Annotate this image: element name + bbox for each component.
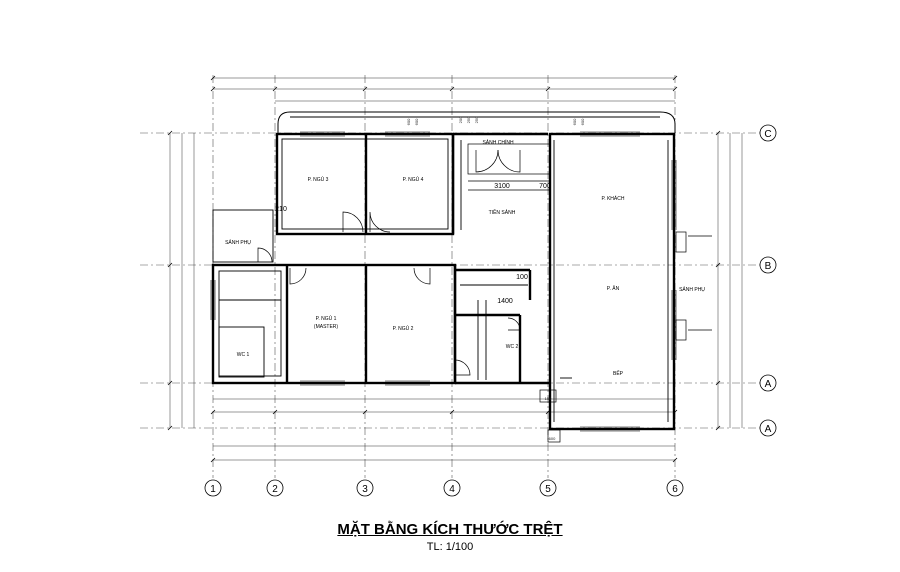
partitions bbox=[212, 138, 669, 422]
room-labels: P. NGỦ 3 P. NGỦ 4 SẢNH CHÍNH TIỀN SẢNH P… bbox=[225, 139, 705, 377]
room-wc1: WC 1 bbox=[237, 352, 250, 358]
windows bbox=[210, 131, 677, 432]
dim-3100: 3100 bbox=[494, 183, 510, 190]
grid-row-a2: A bbox=[765, 424, 772, 435]
grid-row-a1: A bbox=[765, 379, 772, 390]
room-bed1: P. NGỦ 1 bbox=[316, 315, 337, 322]
room-bed4: P. NGỦ 4 bbox=[403, 176, 424, 183]
room-wc2: WC 2 bbox=[506, 344, 519, 350]
doors bbox=[257, 149, 712, 376]
room-bed1-sub: (MASTER) bbox=[314, 324, 339, 330]
dim-210: 210 bbox=[275, 206, 287, 213]
room-bed2: P. NGỦ 2 bbox=[393, 325, 414, 332]
grid-col-5: 5 bbox=[545, 484, 551, 495]
grid-col-2: 2 bbox=[272, 484, 278, 495]
drawing-title: MẶT BẰNG KÍCH THƯỚC TRỆT bbox=[337, 521, 563, 538]
grid-col-1: 1 bbox=[210, 484, 216, 495]
room-foyer: TIỀN SẢNH bbox=[489, 209, 516, 216]
grid-col-6: 6 bbox=[672, 484, 678, 495]
roof-outline bbox=[277, 111, 676, 133]
dim-250-a: 250 bbox=[466, 116, 471, 123]
grid-col-3: 3 bbox=[362, 484, 368, 495]
room-entrance: SẢNH CHÍNH bbox=[482, 139, 514, 146]
dimension-labels: 3100 700 1400 210 100 600 150 250 250 20… bbox=[275, 116, 585, 441]
grid-lines bbox=[140, 75, 762, 478]
room-living: P. KHÁCH bbox=[602, 195, 625, 202]
dim-600-bottom: 600 bbox=[549, 436, 556, 441]
dim-600-c: 600 bbox=[572, 118, 577, 125]
grid-column-labels: 1 2 3 4 5 6 bbox=[210, 484, 678, 495]
room-dining: P. ĂN bbox=[607, 285, 620, 292]
dim-700: 700 bbox=[539, 183, 551, 190]
grid-bubbles bbox=[204, 124, 777, 497]
dim-150: 150 bbox=[545, 396, 552, 401]
dim-200-a: 200 bbox=[458, 116, 463, 123]
grid-col-4: 4 bbox=[449, 484, 455, 495]
entrance-steps bbox=[467, 143, 687, 443]
grid-row-c: C bbox=[764, 129, 771, 140]
room-side-lobby-left: SẢNH PHỤ bbox=[225, 239, 251, 246]
dim-600-b: 600 bbox=[414, 118, 419, 125]
dim-250-b: 250 bbox=[474, 116, 479, 123]
room-side-lobby-right: SẢNH PHỤ bbox=[679, 286, 705, 293]
dim-1400: 1400 bbox=[497, 298, 513, 305]
walls bbox=[211, 132, 676, 431]
room-bed3: P. NGỦ 3 bbox=[308, 176, 329, 183]
dimension-ticks bbox=[167, 75, 721, 463]
room-kitchen: BẾP bbox=[613, 370, 624, 377]
dim-600-a: 600 bbox=[406, 118, 411, 125]
dim-100: 100 bbox=[516, 274, 528, 281]
dimension-lines bbox=[169, 77, 743, 461]
grid-row-b: B bbox=[765, 261, 772, 272]
dim-600-d: 600 bbox=[580, 118, 585, 125]
grid-row-labels: C B A A bbox=[764, 129, 771, 435]
drawing-scale: TL: 1/100 bbox=[426, 541, 474, 553]
